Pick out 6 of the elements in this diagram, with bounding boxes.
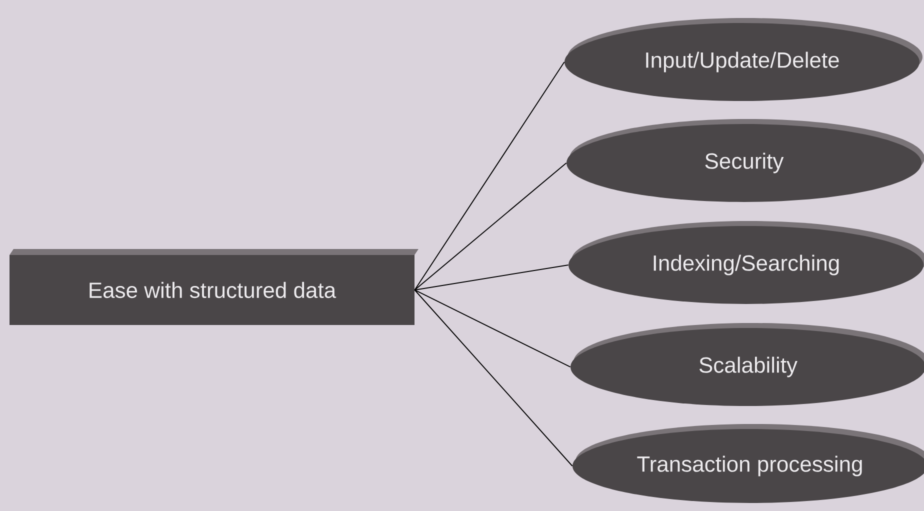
connector-line bbox=[414, 162, 567, 290]
connector-line bbox=[414, 62, 565, 290]
process-box: Ease with structured data bbox=[10, 249, 418, 325]
connector-line bbox=[414, 290, 571, 368]
connector-line bbox=[414, 290, 573, 466]
connector-line bbox=[414, 264, 569, 290]
